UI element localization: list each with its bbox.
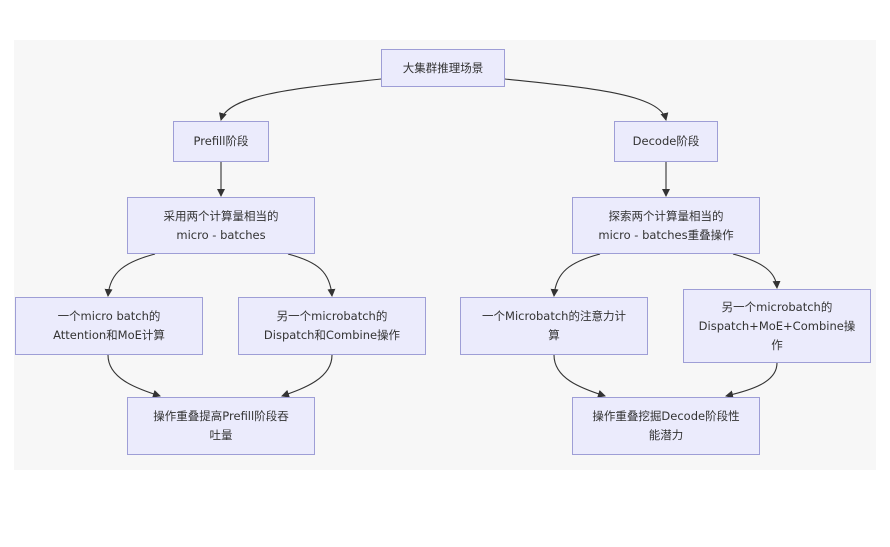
node-prefill-result: 操作重叠提高Prefill阶段吞 吐量 xyxy=(127,397,315,455)
node-decode-dispatch: 另一个microbatch的 Dispatch+MoE+Combine操 作 xyxy=(683,289,871,363)
node-prefill-dispatch: 另一个microbatch的 Dispatch和Combine操作 xyxy=(238,297,426,355)
node-decode-stage: Decode阶段 xyxy=(614,121,718,162)
edge-root-decode xyxy=(504,78,669,121)
node-decode-attention: 一个Microbatch的注意力计 算 xyxy=(460,297,648,355)
node-decode-result: 操作重叠挖掘Decode阶段性 能潜力 xyxy=(572,397,760,455)
node-root: 大集群推理场景 xyxy=(381,49,505,87)
edge-prefill-micro-attn xyxy=(104,253,156,297)
node-prefill-stage: Prefill阶段 xyxy=(173,121,269,162)
edge-decode-micro-attn xyxy=(550,253,601,297)
node-prefill-attention: 一个micro batch的 Attention和MoE计算 xyxy=(15,297,203,355)
node-prefill-micro-batches: 采用两个计算量相当的 micro - batches xyxy=(127,197,315,254)
edge-prefill-attn-result xyxy=(107,354,161,398)
edge-prefill-micro-dispatch xyxy=(287,253,336,297)
edge-decode-attn-result xyxy=(553,354,606,398)
node-decode-micro-batches: 探索两个计算量相当的 micro - batches重叠操作 xyxy=(572,197,760,254)
edge-prefill-dispatch-result xyxy=(281,354,333,398)
edge-root-prefill xyxy=(218,78,382,121)
edge-decode-micro-dispatch xyxy=(732,253,781,289)
edge-decode-dispatch-result xyxy=(725,362,778,399)
